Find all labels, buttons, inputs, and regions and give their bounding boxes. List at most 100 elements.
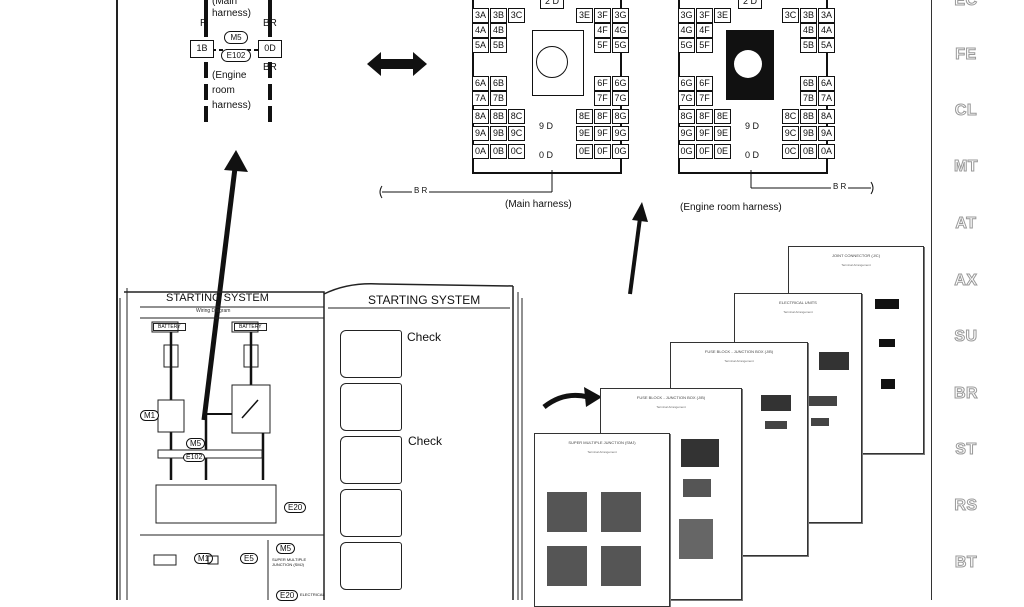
main-cell-7b[interactable]: 7B bbox=[490, 91, 507, 106]
main-cell-5g[interactable]: 5G bbox=[612, 38, 629, 53]
side-code-bt[interactable]: BT bbox=[954, 554, 978, 572]
engine-cell-3f[interactable]: 3F bbox=[696, 8, 713, 23]
main-cell-9d[interactable]: 9 D bbox=[538, 121, 553, 131]
engine-cell-6a[interactable]: 6A bbox=[818, 76, 835, 91]
engine-cell-9d[interactable]: 9 D bbox=[744, 121, 759, 131]
main-cell-8b[interactable]: 8B bbox=[490, 109, 507, 124]
main-cell-9c[interactable]: 9C bbox=[508, 126, 525, 141]
main-cell-0e[interactable]: 0E bbox=[576, 144, 593, 159]
engine-cell-8b[interactable]: 8B bbox=[800, 109, 817, 124]
main-cell-2d[interactable]: 2 D bbox=[540, 0, 564, 9]
main-cell-0d[interactable]: 0 D bbox=[538, 150, 553, 160]
engine-cell-3a[interactable]: 3A bbox=[818, 8, 835, 23]
main-cell-9a[interactable]: 9A bbox=[472, 126, 489, 141]
engine-cell-5g[interactable]: 5G bbox=[678, 38, 695, 53]
main-cell-8c[interactable]: 8C bbox=[508, 109, 525, 124]
engine-cell-5b[interactable]: 5B bbox=[800, 38, 817, 53]
pin-1b[interactable]: 1B bbox=[190, 40, 214, 58]
engine-cell-6f[interactable]: 6F bbox=[696, 76, 713, 91]
engine-cell-8f[interactable]: 8F bbox=[696, 109, 713, 124]
engine-cell-3g[interactable]: 3G bbox=[678, 8, 695, 23]
main-cell-4b[interactable]: 4B bbox=[490, 23, 507, 38]
engine-cell-2d[interactable]: 2 D bbox=[738, 0, 762, 9]
engine-cell-5a[interactable]: 5A bbox=[818, 38, 835, 53]
main-cell-8e[interactable]: 8E bbox=[576, 109, 593, 124]
main-cell-3b[interactable]: 3B bbox=[490, 8, 507, 23]
main-cell-3c[interactable]: 3C bbox=[508, 8, 525, 23]
engine-cell-9e[interactable]: 9E bbox=[714, 126, 731, 141]
main-cell-7f[interactable]: 7F bbox=[594, 91, 611, 106]
engine-cell-7f[interactable]: 7F bbox=[696, 91, 713, 106]
engine-cell-0f[interactable]: 0F bbox=[696, 144, 713, 159]
engine-cell-9c[interactable]: 9C bbox=[782, 126, 799, 141]
connector-m5-badge[interactable]: M5 bbox=[224, 31, 248, 44]
side-code-cl[interactable]: CL bbox=[954, 102, 978, 120]
pin-0d[interactable]: 0D bbox=[258, 40, 282, 58]
main-cell-0a[interactable]: 0A bbox=[472, 144, 489, 159]
side-code-ec[interactable]: EC bbox=[954, 0, 978, 10]
engine-cell-9f[interactable]: 9F bbox=[696, 126, 713, 141]
engine-cell-9g[interactable]: 9G bbox=[678, 126, 695, 141]
engine-cell-0a[interactable]: 0A bbox=[818, 144, 835, 159]
engine-cell-7a[interactable]: 7A bbox=[818, 91, 835, 106]
book-connector-e102[interactable]: E102 bbox=[183, 453, 206, 462]
main-cell-8a[interactable]: 8A bbox=[472, 109, 489, 124]
engine-cell-0b[interactable]: 0B bbox=[800, 144, 817, 159]
book-connector-m5[interactable]: M5 bbox=[186, 438, 206, 449]
engine-cell-9b[interactable]: 9B bbox=[800, 126, 817, 141]
main-cell-5f[interactable]: 5F bbox=[594, 38, 611, 53]
engine-cell-6b[interactable]: 6B bbox=[800, 76, 817, 91]
engine-cell-8g[interactable]: 8G bbox=[678, 109, 695, 124]
side-code-ax[interactable]: AX bbox=[954, 272, 978, 290]
main-cell-3f[interactable]: 3F bbox=[594, 8, 611, 23]
engine-cell-3c[interactable]: 3C bbox=[782, 8, 799, 23]
engine-cell-0d[interactable]: 0 D bbox=[744, 150, 759, 160]
engine-cell-3e[interactable]: 3E bbox=[714, 8, 731, 23]
side-code-br[interactable]: BR bbox=[953, 385, 979, 403]
book-connector-e20[interactable]: E20 bbox=[284, 502, 307, 513]
book-connector-m1[interactable]: M1 bbox=[140, 410, 160, 421]
engine-cell-0c[interactable]: 0C bbox=[782, 144, 799, 159]
main-cell-5b[interactable]: 5B bbox=[490, 38, 507, 53]
stack-page-smj[interactable]: SUPER MULTIPLE JUNCTION (SMJ) Terminal A… bbox=[534, 433, 670, 607]
main-cell-4f[interactable]: 4F bbox=[594, 23, 611, 38]
main-cell-8g[interactable]: 8G bbox=[612, 109, 629, 124]
main-cell-0c[interactable]: 0C bbox=[508, 144, 525, 159]
main-cell-6g[interactable]: 6G bbox=[612, 76, 629, 91]
engine-cell-7b[interactable]: 7B bbox=[800, 91, 817, 106]
main-cell-0g[interactable]: 0G bbox=[612, 144, 629, 159]
side-code-su[interactable]: SU bbox=[954, 328, 978, 346]
main-cell-6f[interactable]: 6F bbox=[594, 76, 611, 91]
engine-cell-8a[interactable]: 8A bbox=[818, 109, 835, 124]
main-cell-9b[interactable]: 9B bbox=[490, 126, 507, 141]
main-cell-7g[interactable]: 7G bbox=[612, 91, 629, 106]
engine-cell-0g[interactable]: 0G bbox=[678, 144, 695, 159]
main-cell-3a[interactable]: 3A bbox=[472, 8, 489, 23]
engine-cell-8e[interactable]: 8E bbox=[714, 109, 731, 124]
main-cell-3e[interactable]: 3E bbox=[576, 8, 593, 23]
engine-cell-4a[interactable]: 4A bbox=[818, 23, 835, 38]
side-code-mt[interactable]: MT bbox=[953, 158, 979, 176]
engine-cell-8c[interactable]: 8C bbox=[782, 109, 799, 124]
side-code-fe[interactable]: FE bbox=[955, 46, 977, 64]
engine-cell-4g[interactable]: 4G bbox=[678, 23, 695, 38]
main-cell-9e[interactable]: 9E bbox=[576, 126, 593, 141]
engine-cell-7g[interactable]: 7G bbox=[678, 91, 695, 106]
engine-cell-6g[interactable]: 6G bbox=[678, 76, 695, 91]
main-cell-5a[interactable]: 5A bbox=[472, 38, 489, 53]
connector-e102-badge[interactable]: E102 bbox=[221, 49, 251, 62]
main-cell-3g[interactable]: 3G bbox=[612, 8, 629, 23]
side-code-rs[interactable]: RS bbox=[954, 497, 978, 515]
main-cell-9f[interactable]: 9F bbox=[594, 126, 611, 141]
side-code-at[interactable]: AT bbox=[955, 215, 977, 233]
main-cell-4a[interactable]: 4A bbox=[472, 23, 489, 38]
side-code-st[interactable]: ST bbox=[955, 441, 977, 459]
engine-cell-3b[interactable]: 3B bbox=[800, 8, 817, 23]
main-cell-7a[interactable]: 7A bbox=[472, 91, 489, 106]
main-cell-6b[interactable]: 6B bbox=[490, 76, 507, 91]
engine-cell-0e[interactable]: 0E bbox=[714, 144, 731, 159]
engine-cell-9a[interactable]: 9A bbox=[818, 126, 835, 141]
engine-cell-4f[interactable]: 4F bbox=[696, 23, 713, 38]
engine-cell-5f[interactable]: 5F bbox=[696, 38, 713, 53]
